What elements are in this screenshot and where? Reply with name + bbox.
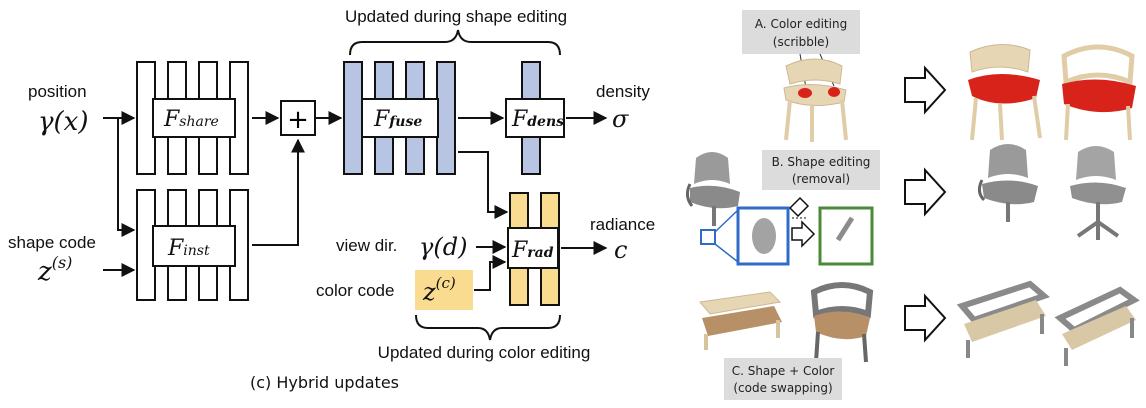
position-to-inst-arrow: [117, 118, 136, 237]
bottom-brace-label: Updated during color editing: [378, 343, 591, 362]
chair-b-result-2: [1070, 146, 1126, 240]
plus-node: [280, 100, 316, 136]
zoom-result-leg: [835, 216, 855, 242]
chair-b-result-1: [977, 144, 1038, 222]
chair-a-input-image: [783, 58, 848, 142]
top-brace-label: Updated during shape editing: [345, 7, 567, 26]
density-math: σ: [612, 105, 629, 133]
radiance-math: c: [614, 236, 627, 264]
f-dens-network: Fdens: [505, 61, 565, 175]
label-a-box: [742, 10, 860, 54]
color-code-highlight: [415, 270, 473, 310]
bench-c-result-1: [956, 280, 1050, 358]
f-fuse-network: Ffuse: [343, 61, 456, 175]
result-arrow-b: [904, 167, 947, 217]
zoom-line-2: [714, 243, 739, 263]
bench-c-input-image: [699, 291, 782, 350]
zoom-source-box: [700, 229, 716, 245]
label-c-line1: C. Shape + Color: [732, 364, 835, 378]
f-fuse-label: Ffuse: [373, 107, 422, 132]
result-arrow-c: [904, 293, 947, 343]
f-share-network: Fshare: [136, 61, 249, 175]
label-b-line1: B. Shape editing: [772, 155, 871, 169]
chair-a-result-2: [1061, 44, 1136, 141]
radiance-label: radiance: [590, 215, 655, 234]
zoom-result-arrow: [791, 220, 816, 248]
eraser-icon: [788, 196, 810, 219]
position-label: position: [28, 82, 87, 101]
label-b-box: [762, 150, 880, 190]
color-code-arrow: [474, 255, 507, 291]
color-code-math: z(c): [422, 274, 456, 306]
position-math: γ(x): [38, 107, 89, 137]
f-inst-network: Finst: [136, 189, 249, 301]
chair-c-input-image: [810, 282, 874, 363]
view-dir-label: view dir.: [336, 236, 397, 255]
zoom-detail-wheel: [752, 218, 776, 254]
label-c-box: [724, 358, 842, 400]
f-dens-label: Fdens: [511, 107, 564, 132]
f-rad-label: Frad: [511, 238, 554, 263]
label-b-line2: (removal): [792, 172, 850, 186]
view-dir-math: γ(d): [419, 233, 467, 261]
f-inst-label: Finst: [167, 236, 210, 261]
zoom-result-box: [818, 206, 874, 266]
result-arrow-a: [904, 65, 947, 115]
top-brace: [349, 29, 561, 56]
chair-a-result-1: [968, 44, 1042, 141]
f-share-label: Fshare: [163, 107, 219, 132]
f-rad-network: Frad: [507, 192, 560, 306]
bench-c-result-2: [1054, 286, 1140, 366]
caption: (c) Hybrid updates: [250, 373, 399, 392]
density-label: density: [596, 82, 650, 101]
shape-code-math: z(s): [37, 253, 72, 287]
fuse-to-rad-arrow: [458, 151, 509, 219]
label-c-line2: (code swapping): [733, 381, 832, 395]
chair-b-input-image: [685, 152, 740, 226]
bottom-brace: [415, 314, 561, 341]
shape-code-label: shape code: [8, 233, 96, 252]
label-a-line2: (scribble): [773, 35, 829, 49]
color-code-label: color code: [316, 281, 394, 300]
plus-sign: +: [287, 105, 309, 135]
zoom-line-1: [714, 209, 739, 233]
inst-to-plus-arrow: [252, 138, 305, 246]
label-a-line1: A. Color editing: [755, 17, 847, 31]
